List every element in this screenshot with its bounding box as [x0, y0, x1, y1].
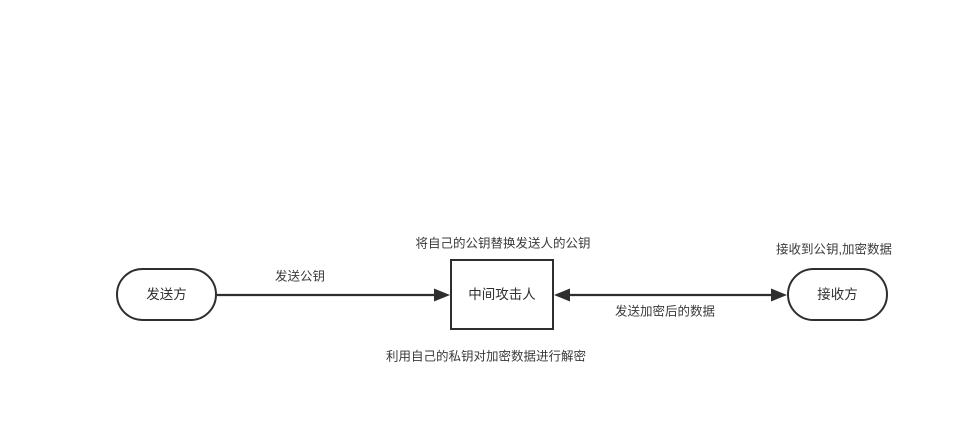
edge-label-send-public-key: 发送公钥	[275, 268, 325, 283]
node-sender[interactable]: 发送方	[116, 268, 217, 321]
edge-attacker-to-receiver: 发送加密后的数据	[554, 288, 787, 318]
edge-sender-to-attacker: 发送公钥	[217, 268, 450, 302]
node-receiver[interactable]: 接收方	[787, 268, 888, 321]
edge-label-send-encrypted-data: 发送加密后的数据	[615, 303, 715, 318]
node-sender-shape[interactable]	[116, 268, 217, 321]
annotation-attacker-top-note: 将自己的公钥替换发送人的公钥	[415, 235, 590, 250]
node-attacker-shape[interactable]	[450, 259, 554, 330]
annotation-receiver-top-note: 接收到公钥,加密数据	[776, 241, 892, 256]
arrowhead-left-into-attacker	[554, 288, 570, 302]
node-attacker[interactable]: 中间攻击人	[450, 259, 554, 330]
arrowhead-right-into-receiver	[771, 288, 787, 302]
annotation-attacker-bottom-note: 利用自己的私钥对加密数据进行解密	[386, 348, 586, 363]
node-receiver-shape[interactable]	[787, 268, 888, 321]
arrowhead-right-into-attacker	[434, 288, 450, 302]
node-receiver-label: 接收方	[817, 286, 858, 302]
node-attacker-label: 中间攻击人	[468, 287, 536, 302]
node-sender-label: 发送方	[146, 287, 187, 302]
